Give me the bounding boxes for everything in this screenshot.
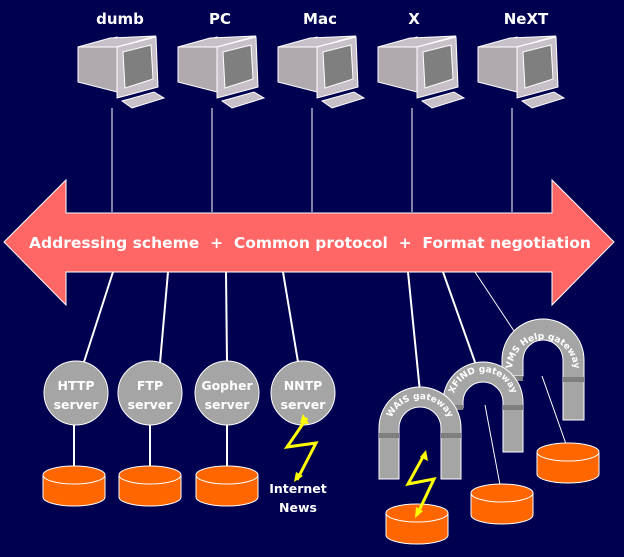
arch-icon xyxy=(378,386,462,480)
arch-icon xyxy=(501,318,585,421)
server-gopher: Gopher server xyxy=(194,360,260,426)
server-ftp: FTP server xyxy=(117,360,183,426)
lightning-icon xyxy=(283,414,319,482)
connector-line xyxy=(159,271,169,364)
arch-band xyxy=(441,433,461,438)
database-icon xyxy=(470,483,534,525)
client-next: NeXT xyxy=(477,10,565,109)
database-icon xyxy=(42,465,106,507)
server-connectors xyxy=(82,271,521,393)
client-label: dumb xyxy=(96,10,144,28)
server-type: server xyxy=(128,397,174,412)
connector-line xyxy=(442,271,477,366)
connector-line xyxy=(407,271,421,393)
server-type: server xyxy=(281,397,327,412)
client-x: X xyxy=(377,10,465,109)
computer-icon xyxy=(477,35,565,109)
server-name: NNTP xyxy=(284,378,323,393)
server-name: Gopher xyxy=(201,378,253,393)
internet-news-line2: News xyxy=(279,500,317,515)
connector-line xyxy=(484,404,501,486)
client-label: Mac xyxy=(303,10,337,28)
server-name: HTTP xyxy=(58,378,95,393)
server-storage xyxy=(42,465,259,507)
server-name: FTP xyxy=(137,378,163,393)
gateway-storage xyxy=(385,442,600,545)
band-text: Addressing scheme + Common protocol + Fo… xyxy=(29,234,591,252)
client-dumb: dumb xyxy=(77,10,165,109)
internet-news-line1: Internet xyxy=(269,481,327,496)
client-pc: PC xyxy=(177,10,265,109)
protocol-band-arrow: Addressing scheme + Common protocol + Fo… xyxy=(3,178,615,307)
client-label: X xyxy=(408,10,420,28)
arch-band xyxy=(503,405,523,410)
computer-icon xyxy=(177,35,265,109)
servers: HTTP server FTP server Gopher server NNT… xyxy=(43,360,336,426)
server-node xyxy=(117,360,183,426)
server-http: HTTP server xyxy=(43,360,109,426)
storage-connectors xyxy=(73,420,228,466)
client-connectors xyxy=(111,108,513,212)
connector-line xyxy=(225,271,228,363)
computer-icon xyxy=(77,35,165,109)
database-icon xyxy=(118,465,182,507)
gateways: VMS Help gateway XFIND gateway WAIS gate… xyxy=(378,318,585,480)
server-type: server xyxy=(205,397,251,412)
arch-band xyxy=(563,377,584,382)
computer-icon xyxy=(377,35,465,109)
database-icon xyxy=(195,465,259,507)
server-node xyxy=(43,360,109,426)
server-type: server xyxy=(54,397,100,412)
connector-line xyxy=(541,375,567,445)
gateway-xfind: XFIND gateway xyxy=(442,361,524,453)
server-node xyxy=(194,360,260,426)
server-nntp: NNTP server xyxy=(270,360,336,426)
client-mac: Mac xyxy=(277,10,365,109)
arch-band xyxy=(379,433,399,438)
gateway-storage-connectors xyxy=(484,375,567,486)
client-computers: dumb PC Mac X NeXT xyxy=(77,10,565,109)
arch-icon xyxy=(442,361,524,453)
client-label: PC xyxy=(209,10,231,28)
database-icon xyxy=(536,442,600,484)
lightning-icon xyxy=(405,450,437,518)
connector-line xyxy=(82,271,114,366)
client-label: NeXT xyxy=(504,10,549,28)
connector-line xyxy=(474,271,521,341)
connector-line xyxy=(282,271,299,363)
computer-icon xyxy=(277,35,365,109)
